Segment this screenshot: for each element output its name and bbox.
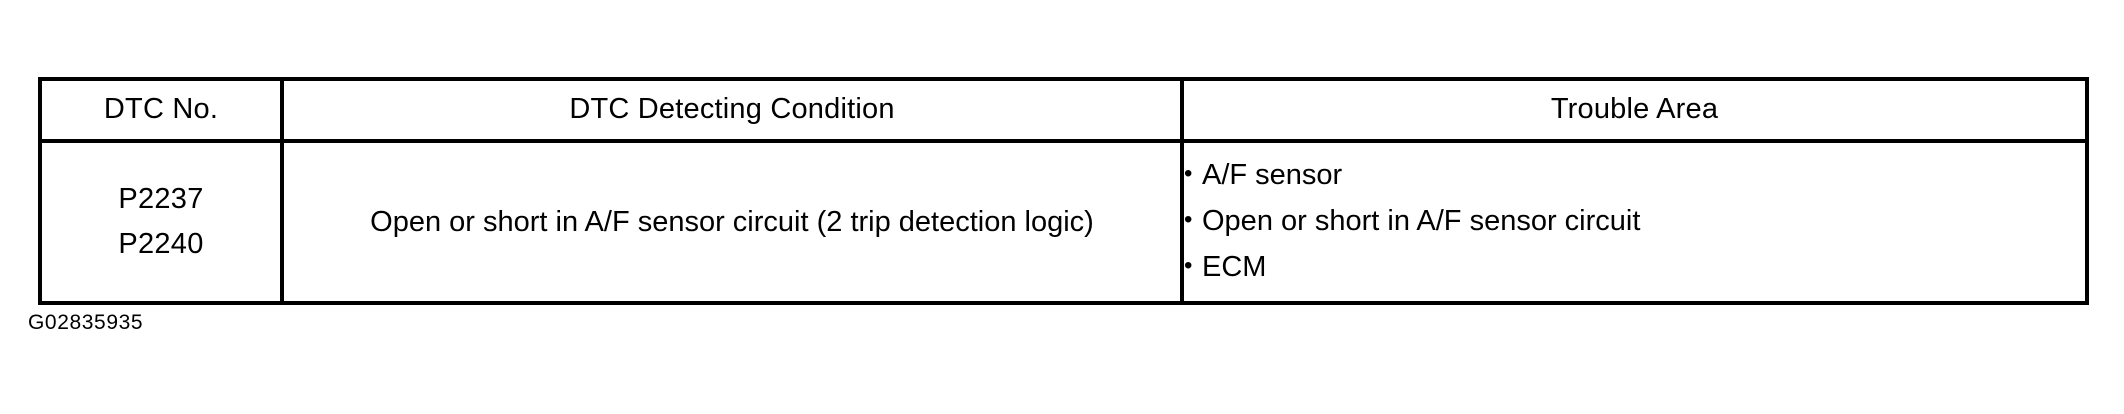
bullet-icon: •: [1184, 206, 1193, 234]
list-item-label: A/F sensor: [1202, 159, 1343, 192]
table-header-row: DTC No. DTC Detecting Condition Trouble …: [38, 77, 2089, 143]
cell-dtc-numbers: P2237 P2240: [38, 139, 284, 305]
column-header-trouble-area: Trouble Area: [1180, 77, 2089, 143]
detecting-condition-text: Open or short in A/F sensor circuit (2 t…: [370, 205, 1094, 238]
column-header-detecting-condition-label: DTC Detecting Condition: [569, 93, 895, 126]
figure-caption: G02835935: [28, 311, 144, 334]
dtc-code: P2240: [118, 228, 204, 260]
dtc-code: P2237: [118, 183, 204, 216]
list-item: • A/F sensor: [1184, 153, 2085, 199]
list-item: • Open or short in A/F sensor circuit: [1184, 199, 2085, 245]
list-item-label: Open or short in A/F sensor circuit: [1202, 205, 1641, 238]
bullet-icon: •: [1184, 160, 1193, 188]
bullet-icon: •: [1184, 251, 1193, 279]
cell-trouble-area: • A/F sensor • Open or short in A/F sensor…: [1180, 139, 2089, 305]
column-header-dtc-no-label: DTC No.: [103, 93, 219, 126]
list-item: • ECM: [1184, 245, 2085, 291]
column-header-trouble-area-label: Trouble Area: [1550, 93, 1719, 126]
trouble-area-list: • A/F sensor • Open or short in A/F sensor…: [1184, 153, 2085, 290]
column-header-detecting-condition: DTC Detecting Condition: [280, 77, 1184, 143]
dtc-table: DTC No. DTC Detecting Condition Trouble …: [38, 77, 2089, 305]
table-row: P2237 P2240 Open or short in A/F sensor …: [38, 139, 2089, 305]
list-item-label: ECM: [1202, 250, 1267, 283]
cell-detecting-condition: Open or short in A/F sensor circuit (2 t…: [280, 139, 1184, 305]
column-header-dtc-no: DTC No.: [38, 77, 284, 143]
